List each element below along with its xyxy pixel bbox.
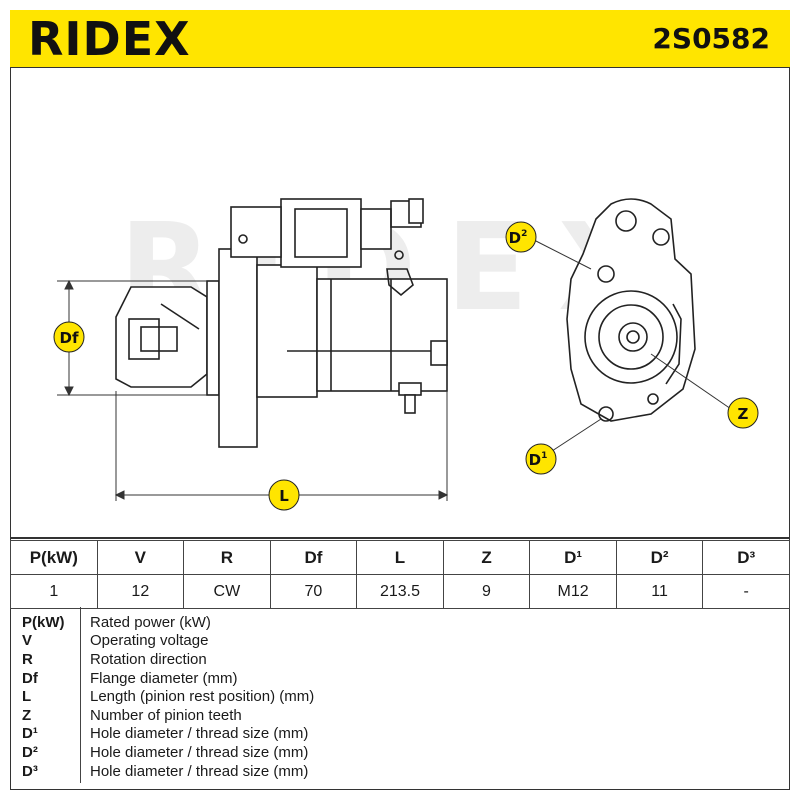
legend-row: P(kW) Rated power (kW) [22,613,782,632]
brand-logo: RIDEX [28,12,191,66]
spec-value: 11 [615,574,704,609]
legend-code: L [22,688,32,706]
legend-desc: Hole diameter / thread size (mm) [90,743,309,761]
spec-header-row: P(kW) V R Df L Z D¹ D² D³ [10,540,790,575]
df-label: Df [53,321,85,353]
legend-desc: Rotation direction [90,650,207,668]
spec-header: R [183,540,271,575]
legend-code: D² [22,743,38,761]
spec-value: 70 [269,574,358,609]
z-callout: Z [650,353,759,429]
legend-code: R [22,650,33,668]
table-top-border [10,537,790,539]
legend-row: L Length (pinion rest position) (mm) [22,687,782,706]
spec-header: Df [269,540,358,575]
legend-divider [80,607,81,783]
legend-row: D³ Hole diameter / thread size (mm) [22,762,782,781]
spec-value: 213.5 [356,574,444,609]
svg-text:D2: D2 [509,229,528,247]
starter-side-view [115,198,448,448]
svg-text:Z: Z [738,405,749,423]
spec-value: 12 [96,574,185,609]
spec-header: Z [442,540,531,575]
part-number: 2S0582 [652,22,770,55]
spec-header: P(kW) [10,540,98,575]
starter-front-view [566,198,696,422]
header-bar: RIDEX 2S0582 [10,10,790,68]
legend-row: R Rotation direction [22,650,782,669]
legend-desc: Number of pinion teeth [90,706,242,724]
spec-header: D³ [702,540,790,575]
spec-value: - [702,574,790,609]
legend-row: D² Hole diameter / thread size (mm) [22,743,782,762]
legend-desc: Length (pinion rest position) (mm) [90,688,315,706]
spec-header: D² [615,540,704,575]
d2-callout: D2 [505,221,592,270]
spec-header: V [96,540,185,575]
l-label: L [268,479,300,511]
svg-text:Df: Df [60,329,79,347]
legend-row: Z Number of pinion teeth [22,706,782,725]
legend-code: Df [22,669,38,687]
legend-code: V [22,632,33,650]
spec-table: P(kW) V R Df L Z D¹ D² D³ 1 12 CW 70 213… [10,540,790,609]
legend-code: Z [22,706,32,724]
svg-text:D1: D1 [529,451,548,469]
spec-header: D¹ [529,540,617,575]
df-dimension [57,279,207,397]
legend-desc: Flange diameter (mm) [90,669,238,687]
technical-drawing: RIDEX [53,198,759,511]
spec-value: CW [183,574,271,609]
spec-value: 1 [10,574,98,609]
spec-value: 9 [442,574,531,609]
spec-header: L [356,540,444,575]
legend-desc: Hole diameter / thread size (mm) [90,762,309,780]
d1-callout: D1 [525,418,602,475]
legend-row: D¹ Hole diameter / thread size (mm) [22,725,782,744]
svg-text:L: L [279,487,289,505]
spec-value-row: 1 12 CW 70 213.5 9 M12 11 - [10,574,790,609]
legend: P(kW) Rated power (kW) V Operating volta… [22,613,782,780]
spec-value: M12 [529,574,617,609]
legend-desc: Rated power (kW) [90,613,211,631]
legend-row: V Operating voltage [22,632,782,651]
legend-code: D³ [22,762,38,780]
legend-desc: Hole diameter / thread size (mm) [90,725,309,743]
legend-code: P(kW) [22,613,65,631]
legend-code: D¹ [22,725,38,743]
legend-row: Df Flange diameter (mm) [22,669,782,688]
legend-desc: Operating voltage [90,632,209,650]
